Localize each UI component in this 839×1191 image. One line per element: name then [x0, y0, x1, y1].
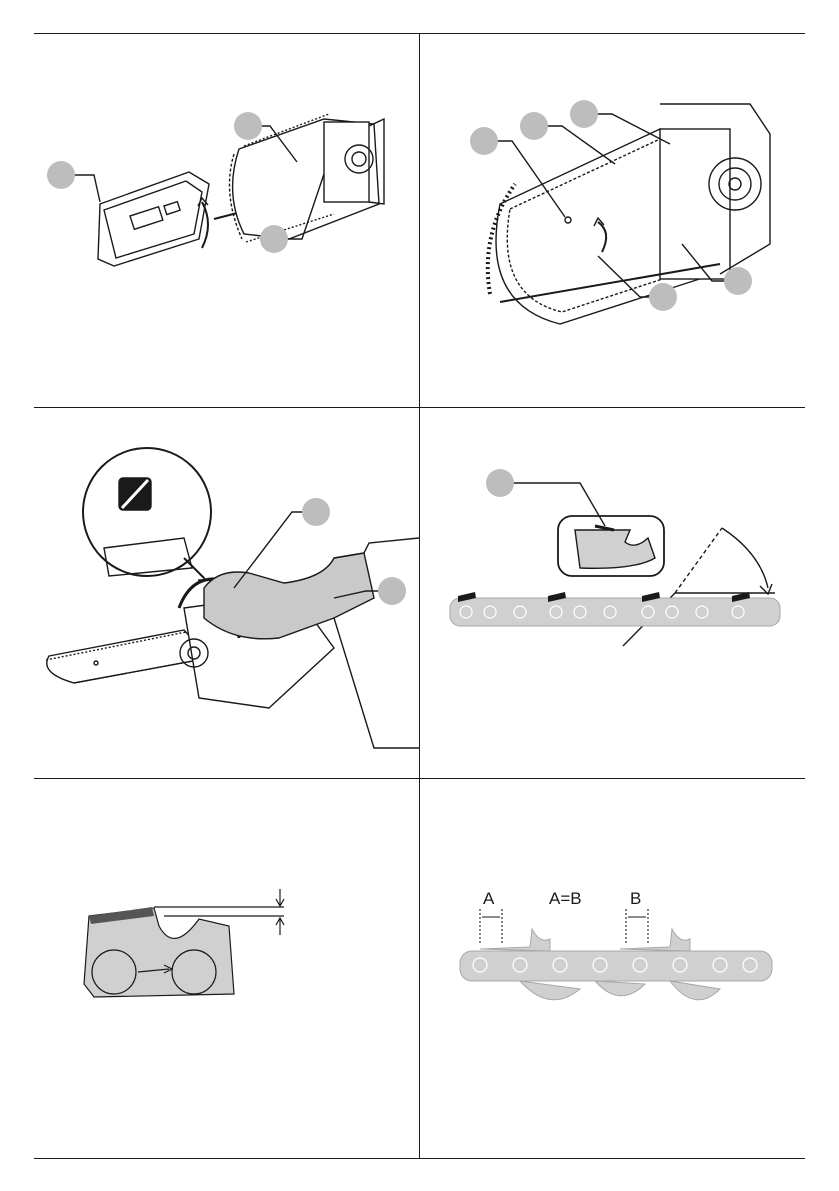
callout-marker: [570, 100, 598, 128]
figure-bar-cover: [34, 34, 419, 407]
callout-marker: [302, 498, 330, 526]
chain-brake-illustration: [34, 408, 419, 778]
callout-marker: [47, 161, 75, 189]
chain-bar-illustration: [420, 34, 805, 407]
figure-cutter-length: A A=B B: [420, 779, 805, 1158]
measure-label-b: B: [630, 889, 641, 909]
figure-depth-gauge: [34, 779, 419, 1158]
filing-angle-illustration: [420, 408, 805, 778]
callout-marker: [260, 225, 288, 253]
measure-label-a: A: [483, 889, 494, 909]
figure-chain-brake: [34, 408, 419, 778]
bar-cover-illustration: [34, 34, 419, 407]
figure-filing-angle: [420, 408, 805, 778]
callout-marker: [234, 112, 262, 140]
figure-chain-on-bar: [420, 34, 805, 407]
callout-marker: [486, 469, 514, 497]
callout-marker: [470, 127, 498, 155]
cutter-length-illustration: [420, 779, 805, 1158]
measure-label-equal: A=B: [549, 889, 582, 909]
depth-gauge-illustration: [34, 779, 419, 1158]
callout-marker: [520, 112, 548, 140]
callout-marker: [378, 577, 406, 605]
chain-links: [450, 598, 780, 626]
callout-marker: [649, 283, 677, 311]
callout-marker: [724, 267, 752, 295]
